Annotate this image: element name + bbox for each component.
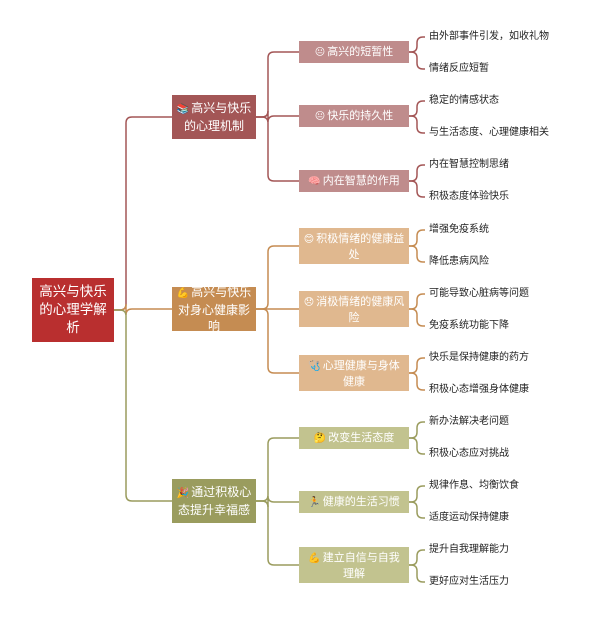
branch-connector — [256, 51, 299, 118]
flexed-biceps-icon: 💪 — [308, 552, 321, 564]
leaf-text: 与生活态度、心理健康相关 — [429, 127, 549, 138]
leaf-connector — [409, 293, 425, 310]
leaf-text: 快乐是保持健康的药方 — [429, 352, 529, 363]
leaf-connector — [409, 372, 425, 391]
leaf-connector — [409, 308, 425, 327]
leaf-text: 提升自我理解能力 — [429, 544, 509, 555]
leaf-connector — [409, 501, 425, 519]
leaf-connector — [409, 164, 425, 182]
leaf-text: 可能导致心脏病等问题 — [429, 288, 529, 299]
node-label: 消极情绪的健康风险 — [316, 294, 405, 324]
leaf-text: 内在智慧控制思绪 — [429, 159, 509, 170]
leaf-text: 情绪反应短暂 — [429, 63, 489, 74]
node-label: 高兴的短暂性 — [327, 45, 394, 58]
root-node: 高兴与快乐的心理学解析 — [32, 278, 114, 342]
branch-health-impact: 💪高兴与快乐对身心健康影响 — [172, 285, 256, 333]
stethoscope-icon: 🩺 — [308, 360, 321, 372]
branch-mechanism-label: 高兴与快乐的心理机制 — [183, 101, 252, 133]
node-change-attitude: 🤔改变生活态度 — [299, 427, 409, 449]
leaf-connector — [409, 245, 425, 263]
leaf-text: 积极心态应对挑战 — [429, 448, 509, 459]
leaf-connector — [409, 485, 425, 503]
leaf-text: 降低患病风险 — [429, 256, 489, 267]
node-label: 快乐的持久性 — [327, 109, 394, 122]
leaf-connector — [409, 229, 425, 247]
leaf-text: 适度运动保持健康 — [429, 512, 509, 523]
node-label: 心理健康与身体健康 — [322, 358, 400, 388]
branch-connector — [256, 308, 299, 374]
leaf-connector — [409, 564, 425, 583]
node-label: 健康的生活习惯 — [322, 495, 400, 508]
node-label: 改变生活态度 — [328, 431, 395, 444]
running-person-icon: 🏃 — [308, 497, 321, 508]
thinking-face-icon: 🤔 — [313, 433, 327, 444]
root-connector — [114, 116, 172, 311]
leaf-text: 积极心态增强身体健康 — [429, 384, 529, 395]
branch-positive-mindset: 🎉通过积极心态提升幸福感 — [172, 479, 256, 523]
branch-positive-mindset-label: 通过积极心态提升幸福感 — [177, 485, 252, 517]
sad-face-icon: 😞 — [303, 296, 315, 308]
smiling-face-icon: 😊 — [303, 233, 315, 245]
brain-icon: 🧠 — [308, 176, 321, 187]
branch-connector — [256, 245, 299, 310]
leaf-connector — [409, 437, 425, 455]
branch-connector — [256, 116, 299, 182]
leaf-text: 更好应对生活压力 — [429, 576, 509, 587]
leaf-text: 积极态度体验快乐 — [429, 191, 509, 202]
root-label: 高兴与快乐的心理学解析 — [39, 284, 107, 336]
leaf-text: 增强免疫系统 — [429, 224, 489, 235]
leaf-text: 新办法解决老问题 — [429, 416, 509, 427]
flexed-biceps-icon: 💪 — [176, 288, 190, 299]
node-lasting-joy: 😐快乐的持久性 — [299, 105, 409, 127]
node-healthy-habits: 🏃健康的生活习惯 — [299, 491, 409, 513]
leaf-text: 免疫系统功能下降 — [429, 320, 509, 331]
leaf-connector — [409, 180, 425, 198]
books-icon: 📚 — [176, 104, 190, 115]
node-label: 内在智慧的作用 — [322, 174, 400, 187]
neutral-face-icon: 😐 — [314, 111, 326, 122]
node-negative-emotion: 😞消极情绪的健康风险 — [299, 291, 409, 327]
leaf-connector — [409, 36, 425, 53]
leaf-text: 由外部事件引发，如收礼物 — [429, 31, 549, 42]
root-connector — [114, 309, 172, 502]
leaf-connector — [409, 549, 425, 566]
node-label: 积极情绪的健康益处 — [316, 231, 405, 261]
node-positive-emotion: 😊积极情绪的健康益处 — [299, 228, 409, 264]
leaf-connector — [409, 100, 425, 117]
leaf-connector — [409, 115, 425, 134]
branch-health-impact-label: 高兴与快乐对身心健康影响 — [177, 285, 252, 333]
neutral-face-icon: 😐 — [314, 47, 326, 58]
node-label: 建立自信与自我理解 — [322, 550, 400, 580]
leaf-connector — [409, 421, 425, 439]
leaf-connector — [409, 51, 425, 70]
branch-connector — [256, 437, 299, 502]
branch-connector — [256, 500, 299, 566]
root-connector — [114, 303, 172, 316]
leaf-connector — [409, 357, 425, 374]
node-mind-body-health: 🩺心理健康与身体健康 — [299, 355, 409, 391]
node-inner-wisdom: 🧠内在智慧的作用 — [299, 170, 409, 192]
party-popper-icon: 🎉 — [176, 488, 190, 499]
node-short-happiness: 😐高兴的短暂性 — [299, 41, 409, 63]
node-self-confidence: 💪建立自信与自我理解 — [299, 547, 409, 583]
branch-mechanism: 📚高兴与快乐的心理机制 — [172, 95, 256, 139]
leaf-text: 规律作息、均衡饮食 — [429, 480, 519, 491]
leaf-text: 稳定的情感状态 — [429, 95, 499, 106]
